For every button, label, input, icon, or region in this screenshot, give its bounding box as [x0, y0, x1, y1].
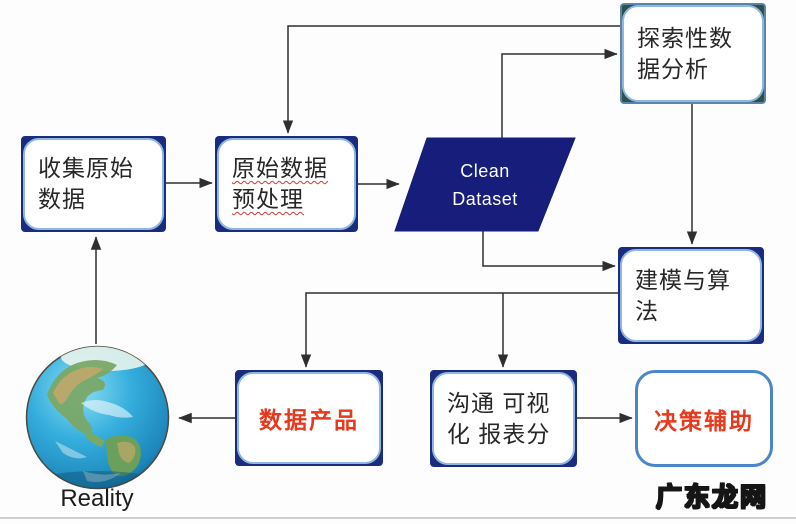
- node-exploratory-data-analysis: 探索性数 据分析: [620, 3, 766, 104]
- edge-eda-to-preprocess: [282, 25, 620, 134]
- earth-globe-icon: [25, 345, 170, 490]
- node-modeling-line2: 法: [635, 297, 659, 324]
- node-modeling-line1: 建模与算: [635, 266, 731, 293]
- node-communication-visualization: 沟通 可视 化 报表分: [430, 370, 577, 467]
- clean-dataset-label: Clean Dataset: [410, 153, 560, 217]
- node-preprocessing-line1: 原始数据: [232, 155, 328, 181]
- node-communication-line1: 沟通 可视: [447, 389, 551, 416]
- node-modeling-algorithms: 建模与算 法: [618, 247, 764, 344]
- edge-clean-dataset-to-modeling: [482, 231, 616, 272]
- clean-dataset-line2: Dataset: [452, 189, 518, 209]
- node-communication-line2: 化 报表分: [447, 420, 551, 447]
- node-eda-line1: 探索性数: [637, 24, 733, 51]
- clean-dataset-parallelogram: [394, 137, 576, 232]
- node-collect-line1: 收集原始: [38, 155, 134, 181]
- node-decision-support: 决策辅助: [635, 370, 773, 467]
- node-data-product-label: 数据产品: [259, 407, 359, 433]
- edge-modeling-to-data-product: [300, 292, 618, 368]
- edge-clean-dataset-to-eda: [501, 48, 618, 138]
- node-eda-line2: 据分析: [637, 55, 709, 82]
- node-collect-line2: 数据: [38, 186, 86, 212]
- watermark-text: 广东龙网: [655, 481, 769, 512]
- node-collect-raw-data: 收集原始 数据: [21, 136, 166, 232]
- node-decision-support-label: 决策辅助: [654, 407, 754, 434]
- node-preprocessing: 原始数据 预处理: [215, 136, 358, 232]
- clean-dataset-line1: Clean: [460, 161, 510, 181]
- reality-label: Reality: [60, 485, 134, 512]
- node-data-product: 数据产品: [235, 370, 383, 466]
- bottom-divider-line: [0, 517, 796, 519]
- node-preprocessing-line2: 预处理: [232, 186, 304, 212]
